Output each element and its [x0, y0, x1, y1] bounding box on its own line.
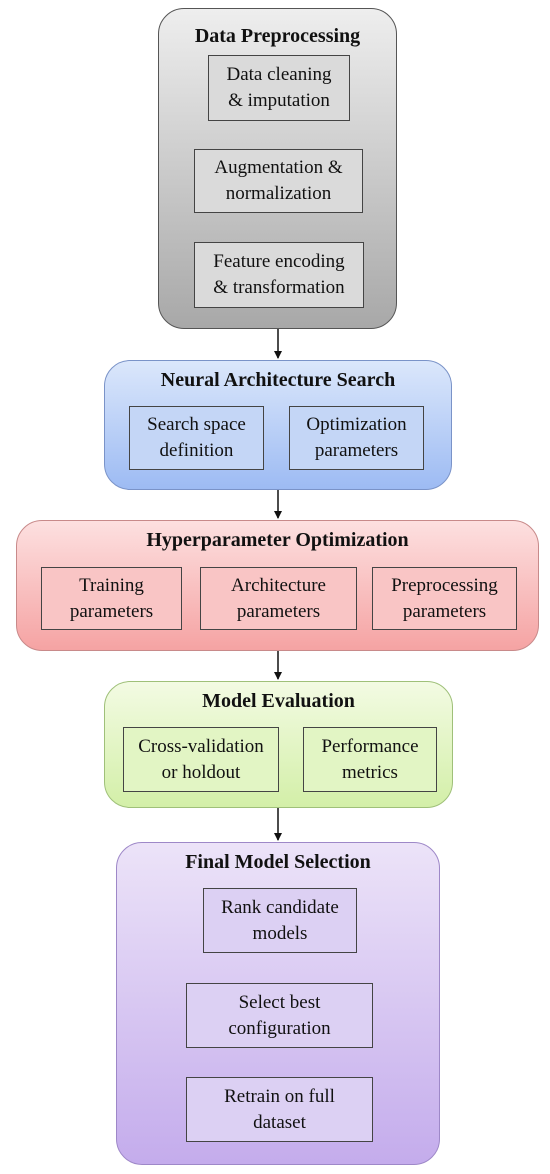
stage-title: Hyperparameter Optimization	[146, 529, 409, 551]
preprocessing-parameters-box: Preprocessing parameters	[372, 567, 517, 630]
feature-encoding-step: Feature encoding & transformation	[194, 242, 364, 308]
stage-title: Neural Architecture Search	[160, 369, 396, 391]
stage-title: Model Evaluation	[202, 690, 355, 712]
augmentation-step: Augmentation & normalization	[194, 149, 363, 213]
rank-candidates-step: Rank candidate models	[203, 888, 357, 953]
select-best-step: Select best configuration	[186, 983, 373, 1048]
stage-title: Data Preprocessing	[194, 25, 361, 47]
retrain-step: Retrain on full dataset	[186, 1077, 373, 1142]
training-parameters-box: Training parameters	[41, 567, 182, 630]
optimization-parameters-box: Optimization parameters	[289, 406, 424, 470]
data-preprocessing-stage: Data Preprocessing Data cleaning & imput…	[158, 8, 397, 329]
cross-validation-box: Cross-validation or holdout	[123, 727, 279, 792]
search-space-box: Search space definition	[129, 406, 264, 470]
architecture-parameters-box: Architecture parameters	[200, 567, 357, 630]
performance-metrics-box: Performance metrics	[303, 727, 437, 792]
final-model-selection-stage: Final Model Selection Rank candidate mod…	[116, 842, 440, 1165]
data-cleaning-step: Data cleaning & imputation	[208, 55, 350, 121]
hyperparameter-optimization-stage: Hyperparameter Optimization Training par…	[16, 520, 539, 651]
stage-title: Final Model Selection	[185, 851, 371, 873]
model-evaluation-stage: Model Evaluation Cross-validation or hol…	[104, 681, 453, 808]
neural-architecture-search-stage: Neural Architecture Search Search space …	[104, 360, 452, 490]
